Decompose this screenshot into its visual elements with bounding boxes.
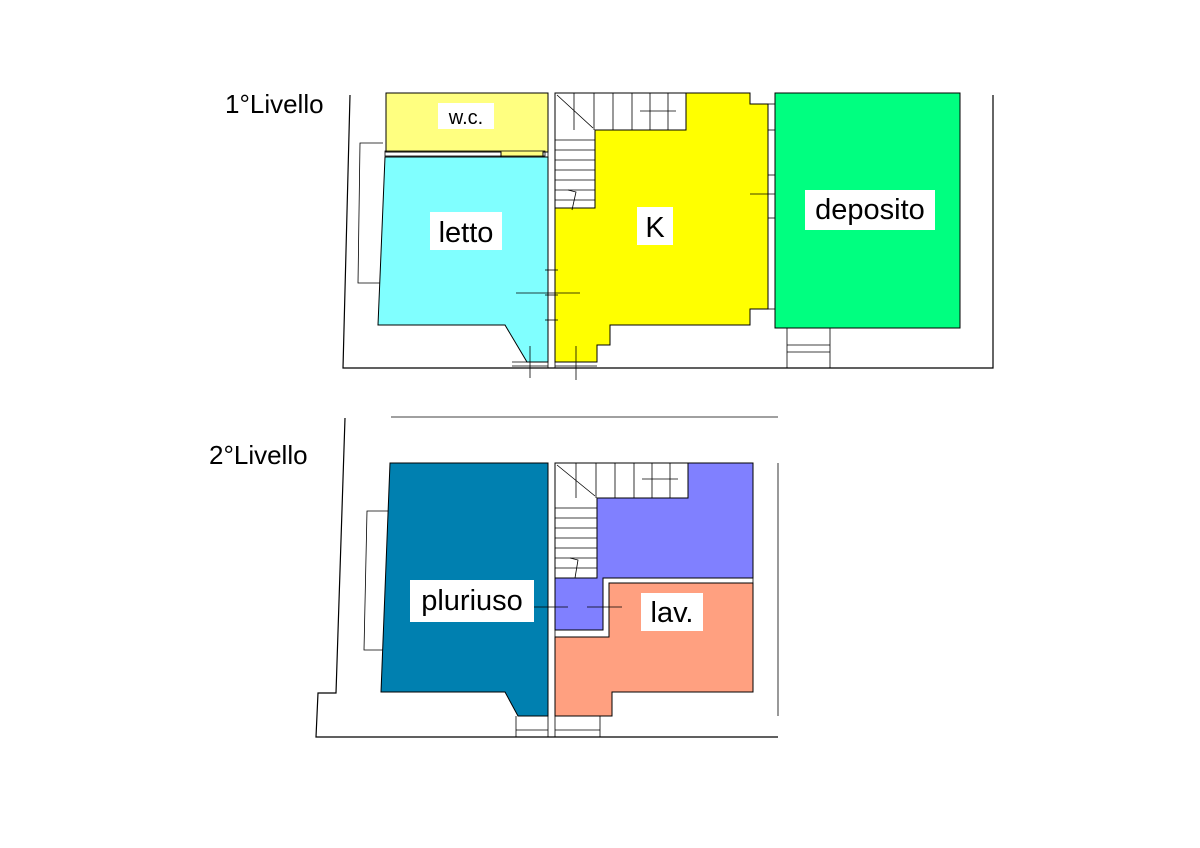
- level-1-outline: [342, 94, 994, 369]
- label-k: K: [637, 207, 673, 245]
- label-letto: letto: [430, 212, 502, 250]
- label-lav-text: lav.: [651, 597, 694, 629]
- label-lav: lav.: [641, 593, 703, 631]
- label-wc: w.c.: [438, 103, 494, 129]
- label-pluriuso: pluriuso: [410, 580, 534, 622]
- level-2-window: [363, 510, 389, 651]
- level-2-walls: [515, 463, 754, 737]
- stairs-level-1: [554, 92, 687, 211]
- room-letto: [377, 156, 549, 363]
- label-k-text: K: [645, 212, 665, 244]
- label-letto-text: letto: [439, 217, 494, 249]
- level-1: 1°Livello: [225, 89, 994, 380]
- level-1-window: [357, 142, 383, 284]
- label-deposito: deposito: [805, 190, 935, 230]
- level-2: 2°Livello: [209, 416, 779, 738]
- level-2-title: 2°Livello: [209, 440, 308, 470]
- level-1-title: 1°Livello: [225, 89, 324, 119]
- label-pluriuso-text: pluriuso: [421, 585, 523, 617]
- level-1-walls: [512, 93, 796, 380]
- deposito-threshold: [786, 328, 831, 368]
- label-deposito-text: deposito: [815, 194, 925, 226]
- level-2-outline: [315, 417, 778, 738]
- label-wc-text: w.c.: [448, 107, 483, 129]
- wc-wall: [384, 150, 546, 157]
